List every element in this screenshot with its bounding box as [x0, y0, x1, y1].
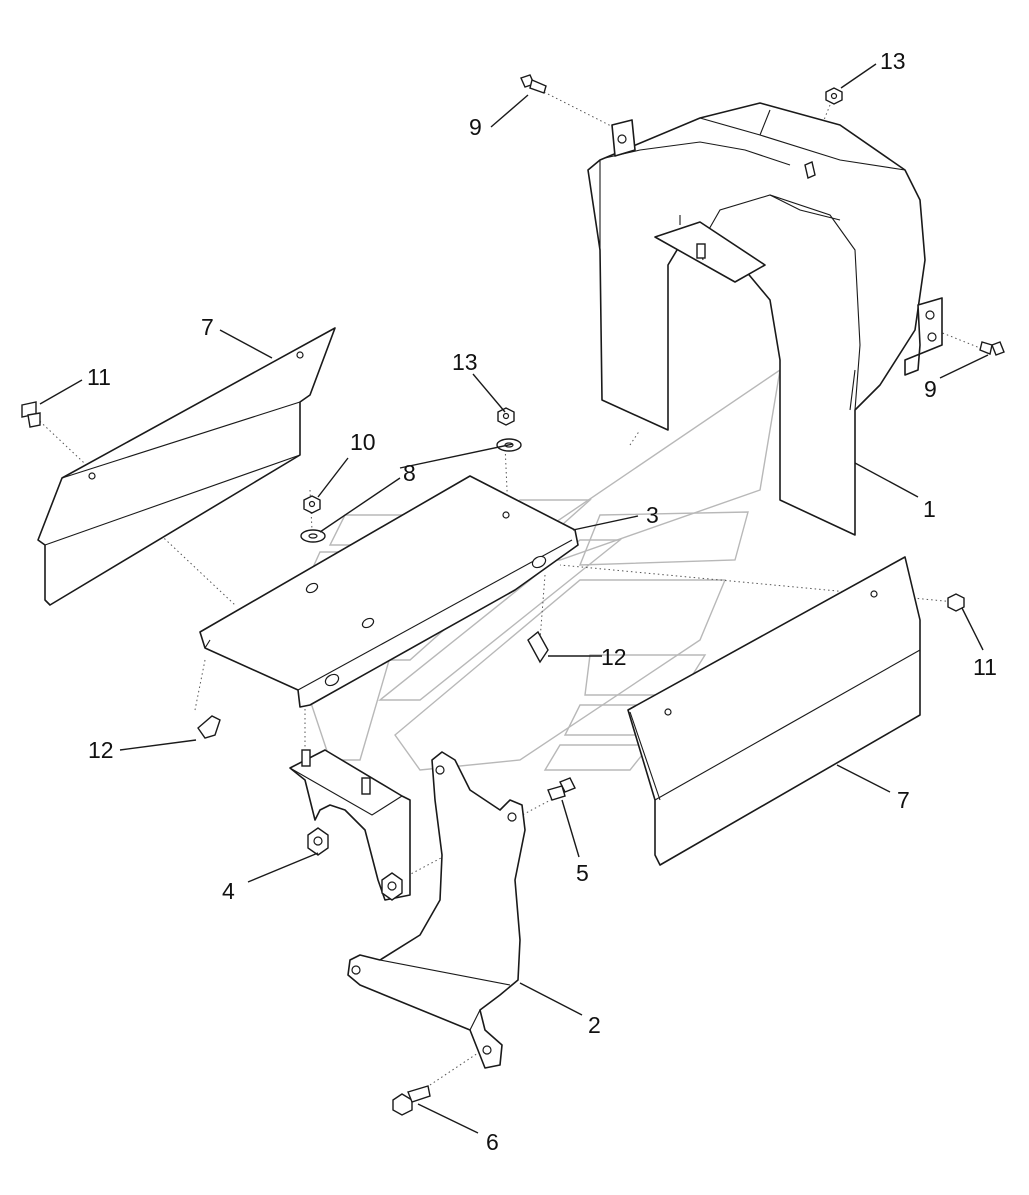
nut-icon-13-top: [825, 87, 843, 105]
leader-lines: [39, 63, 989, 1134]
bolt-icon-9-right: [979, 341, 1005, 356]
bracket-part-4: [289, 749, 411, 901]
callout-13-mid: 13: [452, 349, 478, 375]
callout-labels: 1 2 3 4 5 6 7 7 8 9 9 10 11 11 12 12 13 …: [87, 48, 997, 1155]
callout-3: 3: [646, 502, 659, 528]
washer-icon-8-lower: [300, 529, 326, 543]
bolt-icon-11-right: [947, 593, 965, 612]
bolt-icon-6: [392, 1085, 431, 1116]
callout-9-right: 9: [924, 376, 937, 402]
callout-7-left: 7: [201, 314, 214, 340]
callout-5: 5: [576, 860, 589, 886]
nut-icon-10: [303, 495, 321, 514]
callout-11-right: 11: [973, 654, 997, 680]
belt-guard-right-part-7: [627, 556, 921, 866]
callout-6: 6: [486, 1129, 499, 1155]
bracket-part-2: [347, 751, 526, 1069]
shroud-part-1: [587, 102, 943, 536]
nut-icon-13-mid: [497, 407, 515, 426]
callout-7-right: 7: [897, 787, 910, 813]
clip-icon-12-mid: [527, 630, 549, 664]
bolt-icon-5: [547, 777, 576, 801]
hardware: [21, 74, 1005, 1116]
bolt-icon-11-left: [21, 401, 41, 428]
callout-1: 1: [923, 496, 936, 522]
callout-9-top: 9: [469, 114, 482, 140]
callout-4: 4: [222, 878, 235, 904]
callout-11-left: 11: [87, 364, 111, 390]
bolt-icon-9-top: [520, 74, 547, 94]
callout-2: 2: [588, 1012, 601, 1038]
callout-8: 8: [403, 460, 416, 486]
callout-13-top: 13: [880, 48, 906, 74]
belt-guard-left-part-7: [37, 327, 336, 606]
callout-10: 10: [350, 429, 376, 455]
callout-12-mid: 12: [601, 644, 627, 670]
callout-12-left: 12: [88, 737, 114, 763]
clip-icon-12-left: [197, 715, 221, 739]
cover-plate-part-3: [199, 475, 579, 708]
